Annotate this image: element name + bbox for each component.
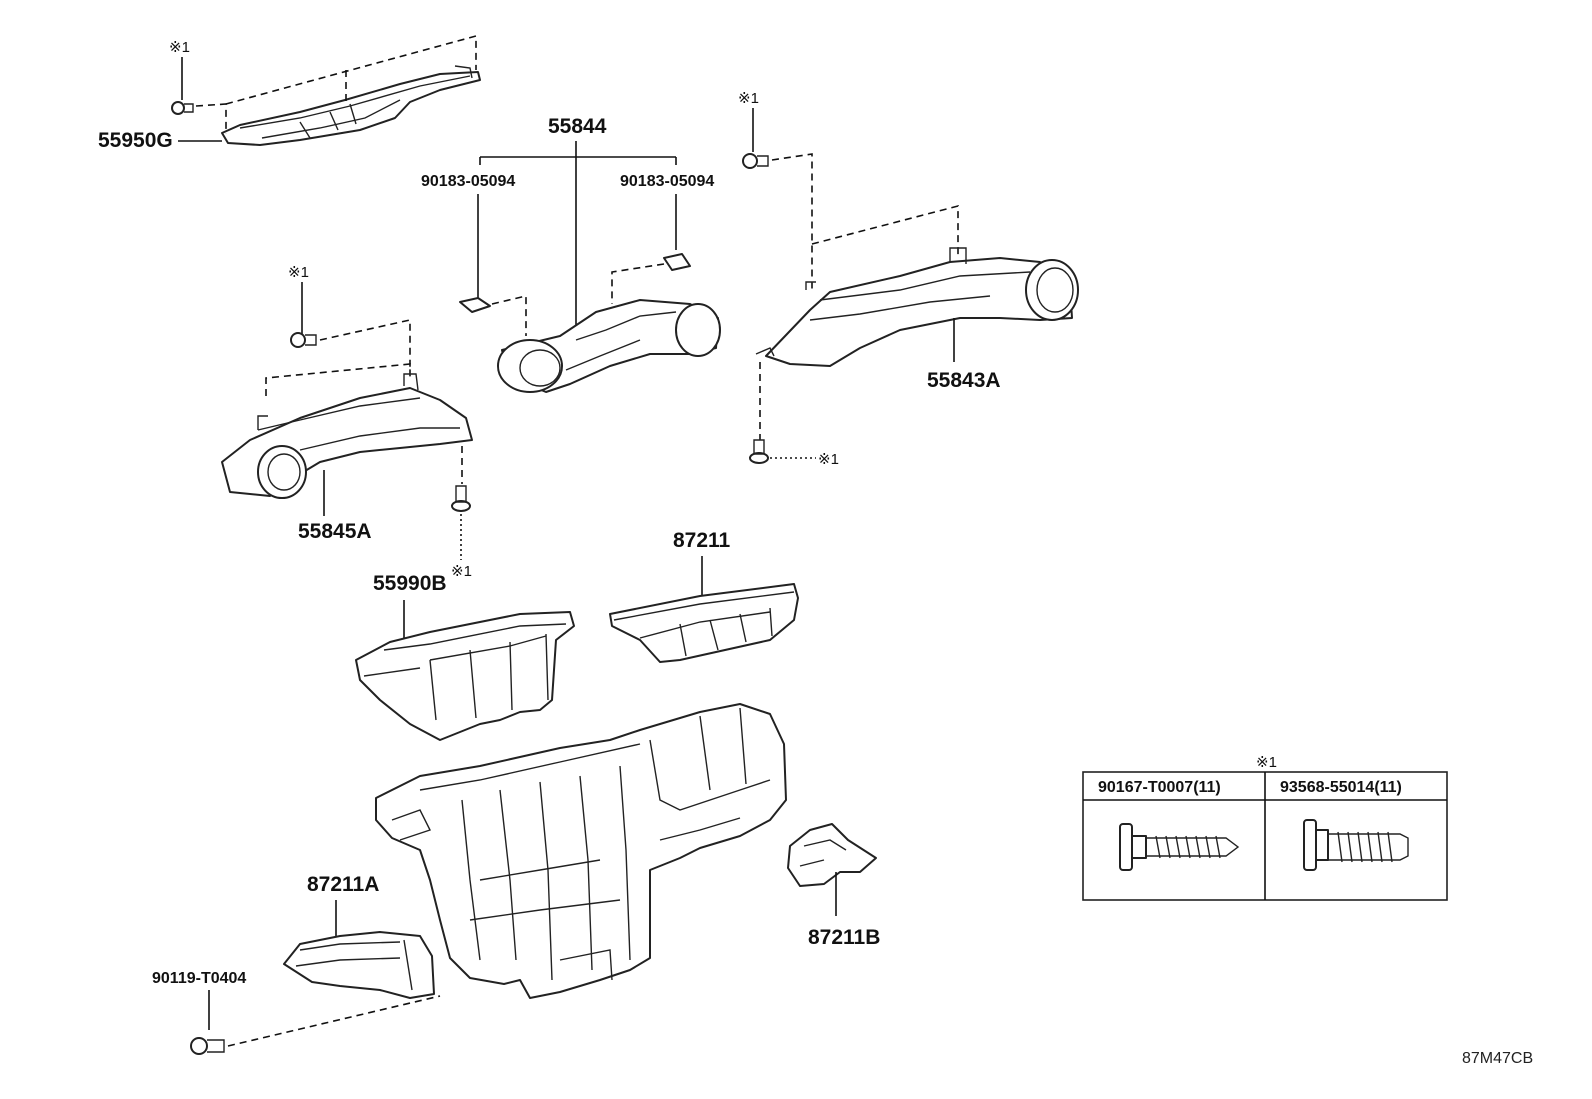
legend-col-2: 93568-55014(11)	[1280, 779, 1402, 796]
screw-93568-icon	[1303, 819, 1409, 871]
screw-90119	[190, 1037, 225, 1055]
note-mark-2: ※1	[738, 90, 759, 107]
fastener-legend: ※1 90167-T0007(11) 93568-55014(11)	[1082, 754, 1448, 901]
screw-55843A-bottom	[749, 439, 769, 464]
clip-90183-right	[663, 253, 691, 271]
label-55990B: 55990B	[373, 572, 447, 595]
duct-87211B	[787, 823, 877, 887]
clip-90183-left	[459, 297, 491, 313]
screw-55845A-bottom	[451, 485, 471, 512]
note-mark-1: ※1	[169, 39, 190, 56]
duct-55844	[497, 299, 721, 393]
duct-55845A	[221, 373, 473, 499]
screw-90167-icon	[1119, 823, 1240, 871]
label-90183-right: 90183-05094	[620, 173, 714, 190]
note-mark-4: ※1	[288, 264, 309, 281]
screw-55950G	[171, 101, 194, 115]
label-90183-left: 90183-05094	[421, 173, 515, 190]
legend-mark: ※1	[1256, 754, 1277, 771]
duct-55990B	[355, 611, 575, 741]
duct-87211	[609, 583, 799, 663]
label-87211: 87211	[673, 529, 731, 552]
note-mark-3: ※1	[818, 451, 839, 468]
heater-unit	[375, 703, 787, 999]
screw-55845A-top	[290, 332, 317, 348]
screw-55843A-top	[742, 153, 769, 169]
duct-55843A	[755, 247, 1079, 367]
label-55843A: 55843A	[927, 369, 1001, 392]
legend-col-1: 90167-T0007(11)	[1098, 779, 1221, 796]
label-55950G: 55950G	[98, 129, 173, 152]
duct-55950G	[221, 65, 481, 146]
diagram-code: 87M47CB	[1462, 1050, 1533, 1067]
duct-87211A	[283, 931, 435, 999]
label-90119: 90119-T0404	[152, 970, 246, 987]
label-55845A: 55845A	[298, 520, 372, 543]
label-55844: 55844	[548, 115, 607, 138]
label-87211A: 87211A	[307, 873, 379, 896]
note-mark-5: ※1	[451, 563, 472, 580]
label-87211B: 87211B	[808, 926, 880, 949]
